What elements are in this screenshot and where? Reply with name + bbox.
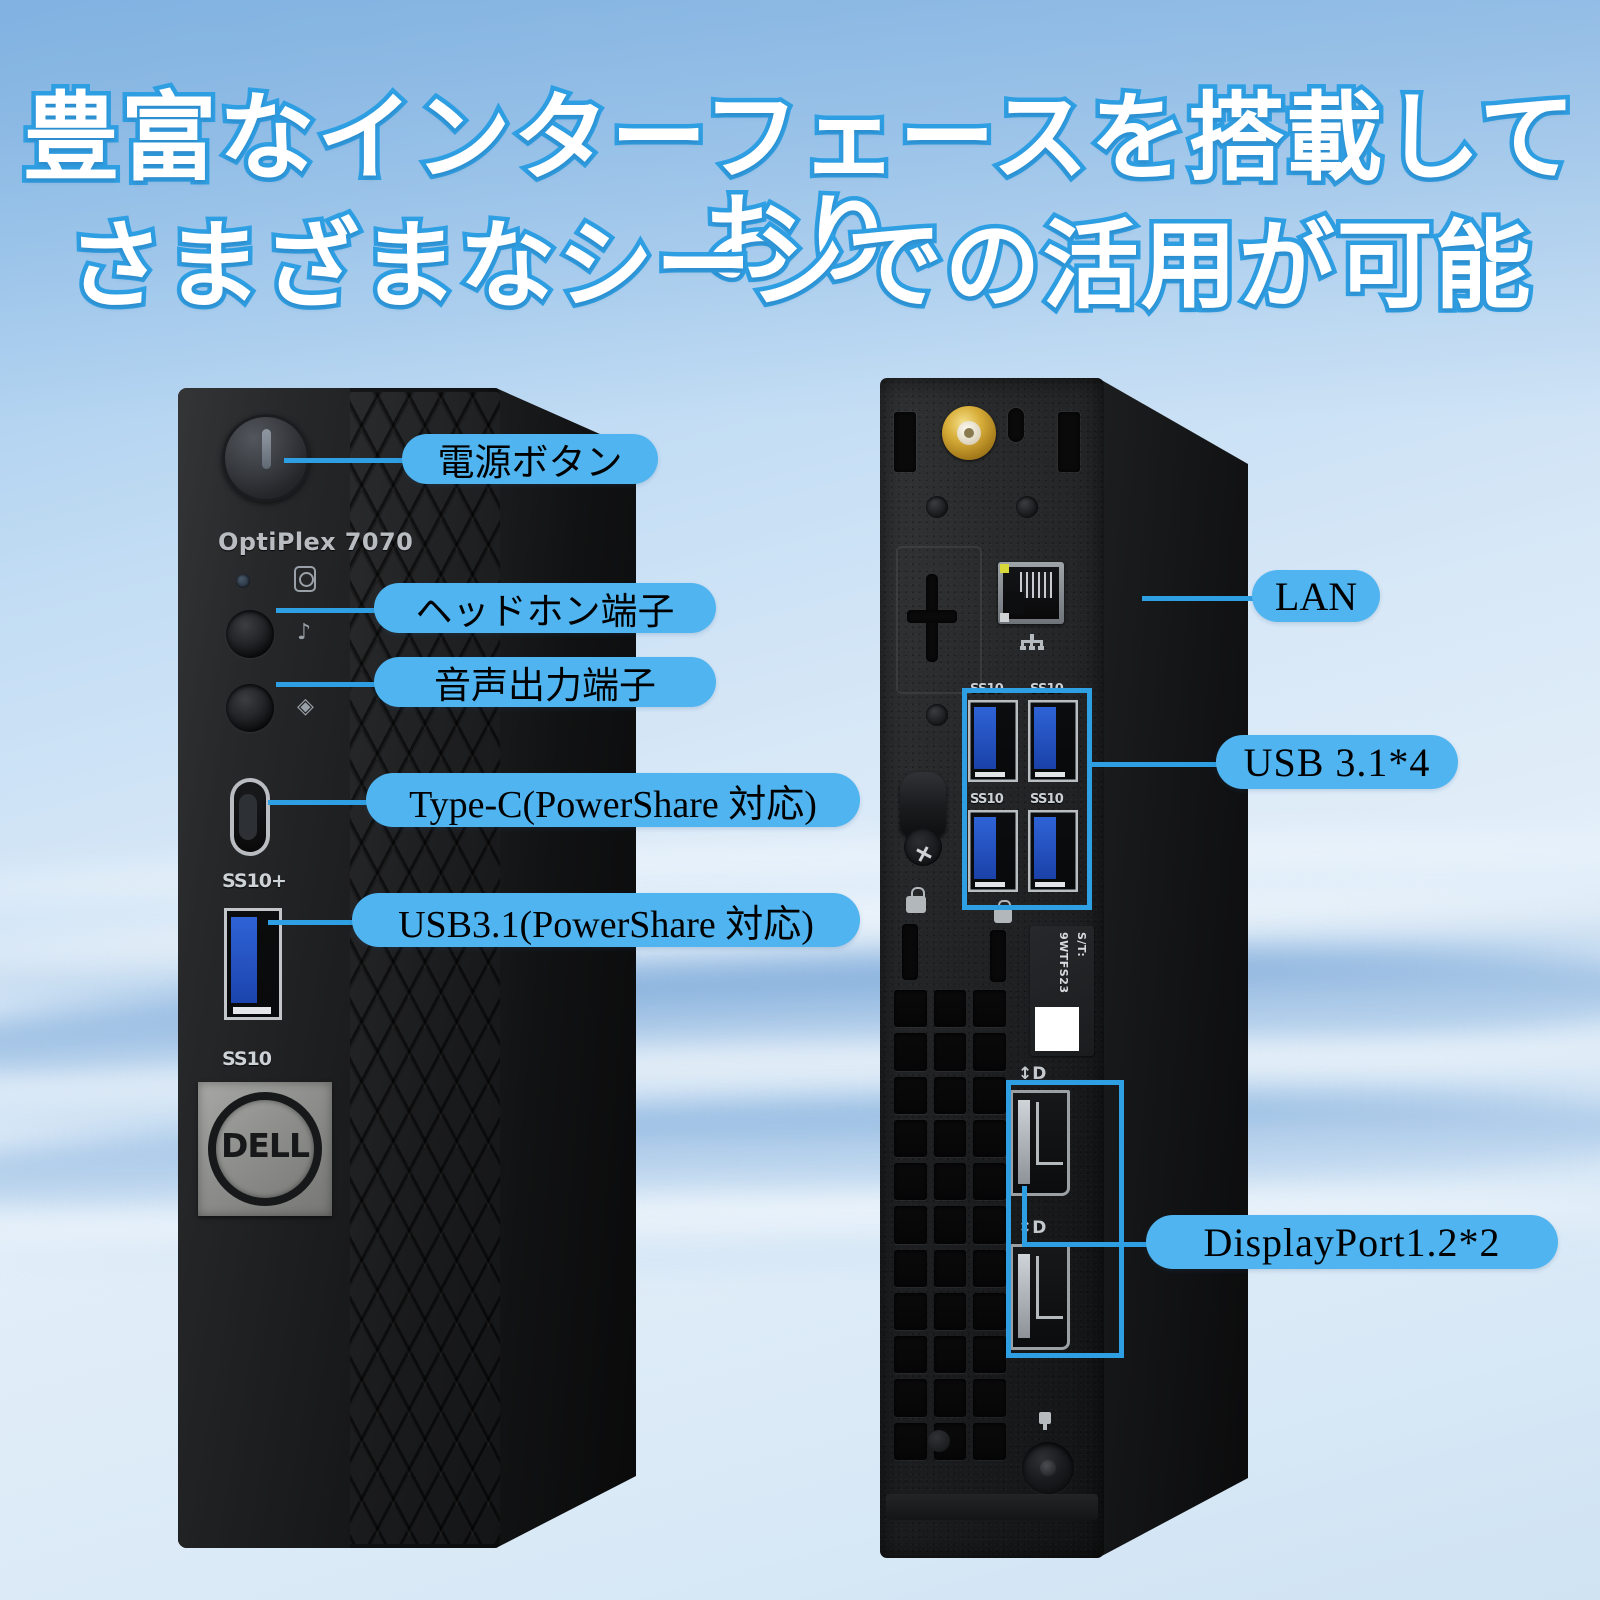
data-matrix-code bbox=[1035, 1007, 1079, 1051]
usb-port[interactable] bbox=[1028, 700, 1078, 782]
rear-slot bbox=[894, 412, 916, 472]
leader-line-headphone bbox=[276, 608, 376, 613]
rubber-foot bbox=[928, 1430, 950, 1452]
headphone-jack[interactable] bbox=[226, 610, 274, 658]
screw-hole bbox=[926, 704, 948, 726]
leader-line-displayport-vertical bbox=[1022, 1186, 1027, 1246]
service-tag-label: S/T: 9WTFS23 bbox=[1030, 926, 1094, 1056]
displayport-1[interactable] bbox=[1010, 1090, 1070, 1196]
lan-port-tab bbox=[1006, 592, 1024, 614]
superspeed-10-marking: SS10+ bbox=[222, 870, 287, 892]
antenna-connector bbox=[942, 406, 996, 460]
leader-line-displayport bbox=[1022, 1242, 1148, 1247]
power-input-jack[interactable] bbox=[1022, 1442, 1074, 1494]
hdd-activity-led bbox=[236, 574, 250, 588]
leader-line-usb31 bbox=[268, 920, 356, 925]
label-usb-cluster[interactable]: USB 3.1*4 bbox=[1216, 735, 1458, 789]
dell-logo-ring bbox=[208, 1092, 322, 1206]
usb31-port[interactable] bbox=[224, 908, 282, 1020]
label-type-c-port[interactable]: Type-C(PowerShare 対応) bbox=[366, 773, 860, 827]
usb-port-cluster: SS10 SS10 SS10 SS10 bbox=[968, 682, 1088, 904]
line-out-icon: ◈ bbox=[297, 694, 314, 719]
lan-led-green bbox=[1000, 613, 1009, 622]
keyhole-mount-slot bbox=[907, 574, 957, 662]
service-tag-value: 9WTFS23 bbox=[1057, 932, 1070, 994]
front-side-panel bbox=[496, 388, 636, 1548]
front-vent-mesh bbox=[350, 392, 500, 1544]
screw-hole bbox=[926, 496, 948, 518]
padlock-loop-slot bbox=[902, 924, 918, 980]
screw-hole bbox=[1016, 496, 1038, 518]
leader-line-line-out bbox=[276, 682, 376, 687]
rear-vent-grid bbox=[894, 990, 1006, 1460]
security-cable-slot bbox=[990, 930, 1006, 982]
padlock-icon bbox=[994, 900, 1012, 923]
rear-slot bbox=[1058, 412, 1080, 472]
displayport-2[interactable] bbox=[1010, 1244, 1070, 1350]
usb-port[interactable] bbox=[968, 700, 1018, 782]
leader-line-power-button bbox=[284, 458, 404, 463]
lan-port-pins bbox=[1020, 572, 1052, 598]
superspeed-marking: SS10 bbox=[1030, 792, 1064, 807]
superspeed-10-marking: SS10 bbox=[222, 1048, 272, 1070]
lan-led-yellow bbox=[1000, 564, 1009, 573]
headphone-icon: ♪ bbox=[297, 620, 312, 645]
rear-bottom-bar bbox=[886, 1494, 1098, 1520]
label-displayports[interactable]: DisplayPort1.2*2 bbox=[1146, 1215, 1558, 1269]
line-out-jack[interactable] bbox=[226, 684, 274, 732]
usb-cluster-highlight-box bbox=[962, 688, 1092, 910]
lan-port[interactable] bbox=[998, 562, 1064, 624]
usb-port[interactable] bbox=[968, 810, 1018, 892]
rear-side-panel bbox=[1098, 378, 1248, 1558]
label-lan-port[interactable]: LAN bbox=[1252, 570, 1380, 622]
leader-line-type-c bbox=[268, 800, 368, 805]
displayport-highlight-box bbox=[1006, 1080, 1124, 1358]
label-power-button[interactable]: 電源ボタン bbox=[402, 434, 658, 484]
padlock-icon bbox=[906, 887, 926, 913]
displayport-icon: ↕D bbox=[1018, 1064, 1047, 1084]
keyhole-mount-outline bbox=[896, 546, 982, 694]
thumb-screw[interactable] bbox=[900, 772, 946, 866]
rear-unit-image: SS10 SS10 SS10 SS10 S/T: 9WTFS23 ↕D bbox=[880, 378, 1260, 1558]
label-headphone-jack[interactable]: ヘッドホン端子 bbox=[374, 583, 716, 633]
superspeed-marking: SS10 bbox=[970, 792, 1004, 807]
service-tag-prefix: S/T: bbox=[1075, 932, 1088, 958]
usb-port[interactable] bbox=[1028, 810, 1078, 892]
hard-drive-icon bbox=[294, 566, 316, 592]
model-name-text: OptiPlex 7070 bbox=[218, 528, 414, 556]
front-unit-image: OptiPlex 7070 ♪ ◈ SS10+ SS10 DELL bbox=[178, 388, 636, 1548]
headline-line-2: さまざまなシーンでの活用が可能 bbox=[63, 210, 1535, 322]
headline-line-1: 豊富なインターフェースを搭載しており bbox=[18, 82, 1580, 296]
dell-logo-badge: DELL bbox=[198, 1082, 332, 1216]
power-plug-icon bbox=[1034, 1408, 1056, 1430]
rear-slot bbox=[1008, 408, 1024, 442]
dell-logo-text: DELL bbox=[221, 1126, 310, 1165]
leader-line-usb-cluster bbox=[1090, 762, 1218, 767]
type-c-port[interactable] bbox=[230, 778, 270, 856]
leader-line-lan bbox=[1142, 596, 1260, 601]
background-top-glow bbox=[0, 0, 1600, 420]
label-usb31-port[interactable]: USB3.1(PowerShare 対応) bbox=[352, 893, 860, 947]
label-line-out-jack[interactable]: 音声出力端子 bbox=[374, 657, 716, 707]
network-icon bbox=[1020, 634, 1044, 650]
